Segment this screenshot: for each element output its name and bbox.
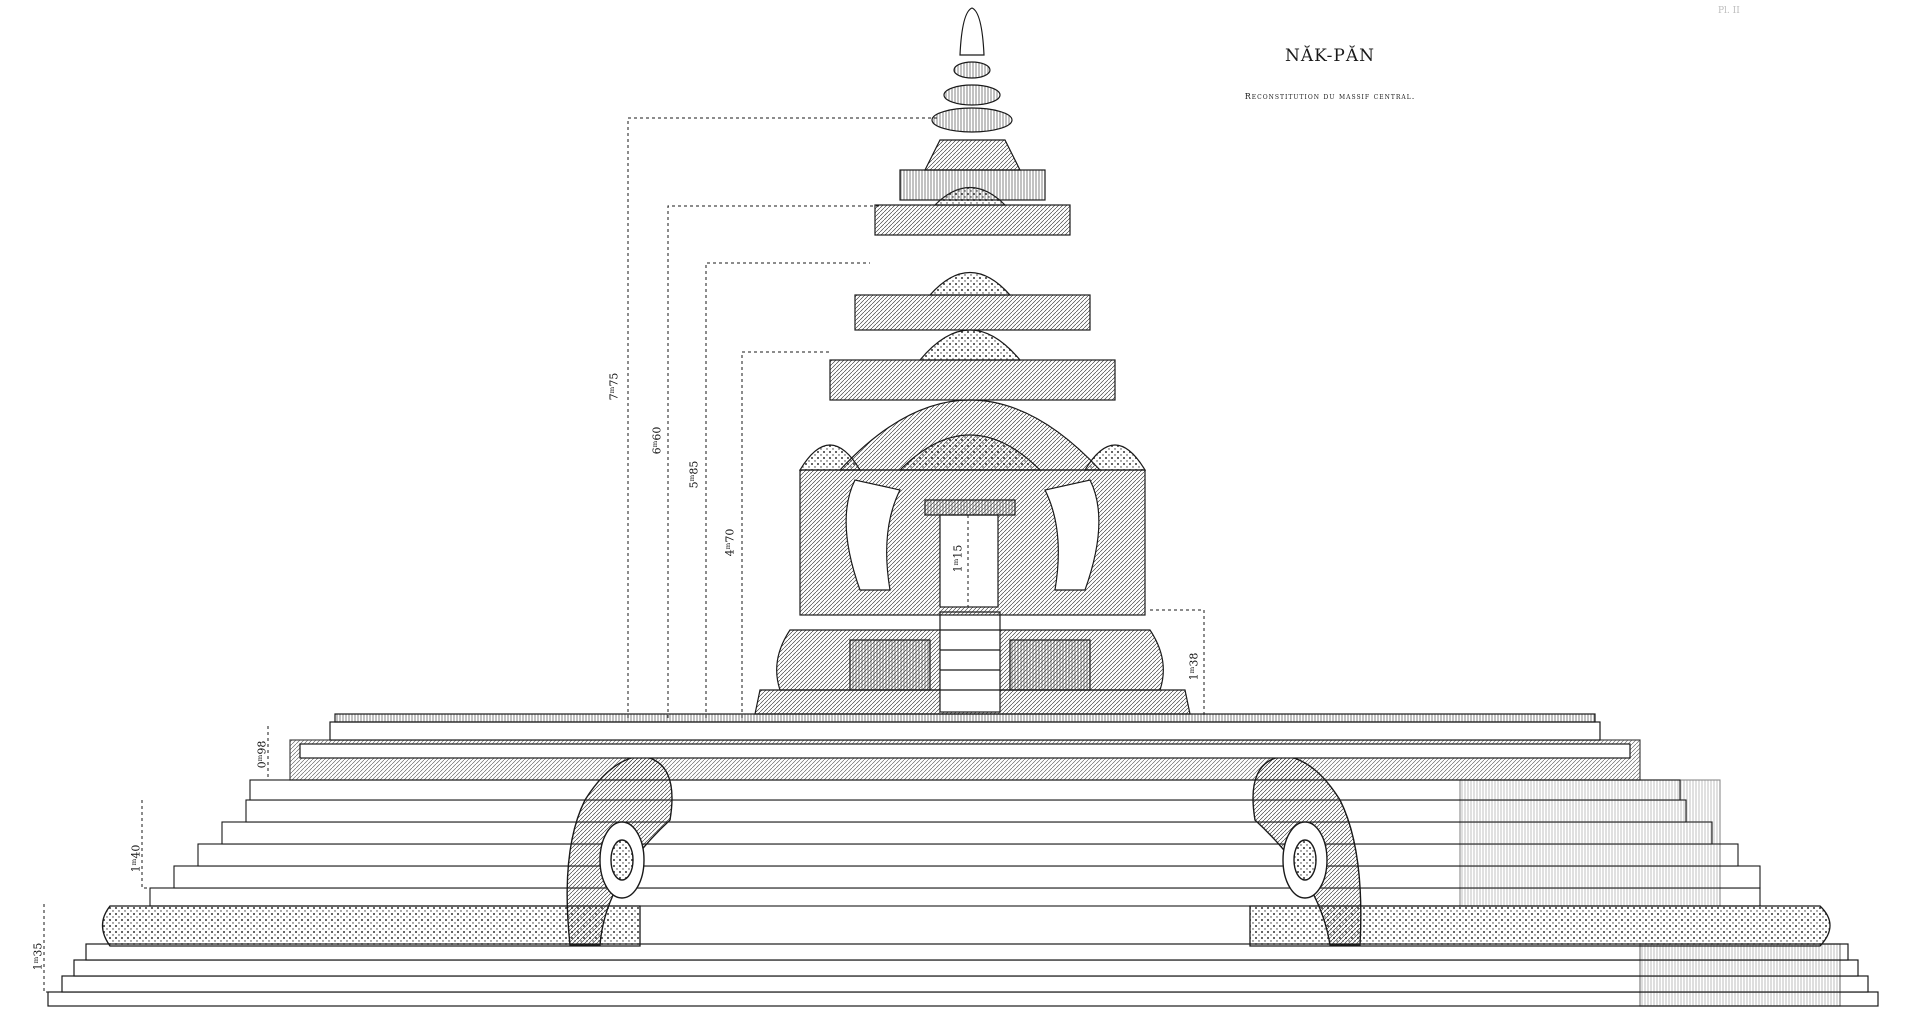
stepped-base bbox=[47, 943, 1879, 1007]
dimension-height-4: 4ᵐ70 bbox=[723, 528, 737, 557]
middle-steps bbox=[149, 779, 1761, 907]
title: NĂK-PĂN bbox=[1285, 46, 1375, 66]
dimension-upper-terrace: 0ᵐ98 bbox=[255, 740, 269, 769]
dimension-platform: 1ᵐ38 bbox=[1187, 652, 1201, 681]
dimension-door: 1ᵐ15 bbox=[951, 544, 965, 573]
naga-heads bbox=[566, 755, 1362, 946]
dimension-lines bbox=[43, 117, 1205, 993]
dimension-lower-steps: 1ᵐ35 bbox=[31, 942, 45, 971]
plate-number: Pl. II bbox=[1718, 6, 1740, 16]
tower-tiers bbox=[829, 7, 1116, 401]
sanctuary-body bbox=[798, 399, 1147, 616]
dimension-middle-steps: 1ᵐ40 bbox=[129, 844, 143, 873]
subtitle: Reconstitution du massif central. bbox=[1244, 92, 1416, 101]
temple-platform bbox=[754, 611, 1191, 715]
naga-bodies bbox=[101, 905, 1831, 947]
dimension-height-2: 6ᵐ60 bbox=[650, 426, 664, 455]
dimension-total-height: 7ᵐ75 bbox=[607, 372, 621, 401]
dimension-height-3: 5ᵐ85 bbox=[687, 460, 701, 489]
upper-terrace bbox=[289, 713, 1641, 781]
